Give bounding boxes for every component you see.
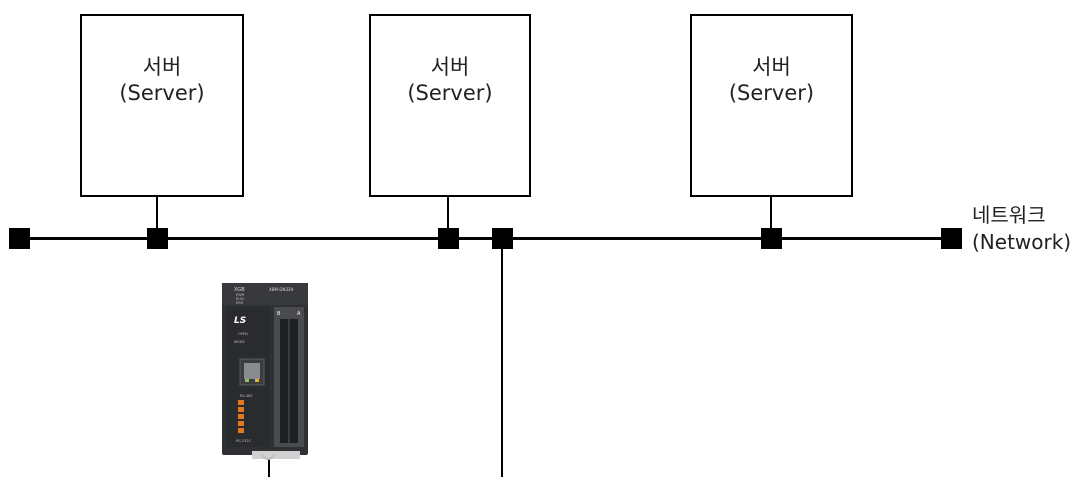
plc-terminal-4 bbox=[238, 421, 244, 426]
network-endpoint-right bbox=[941, 228, 962, 249]
server-label-ko: 서버 bbox=[752, 54, 791, 80]
plc-bottom-bracket bbox=[252, 451, 300, 459]
plc-led-label-err: ERR bbox=[236, 301, 244, 305]
plc-drop-line bbox=[501, 240, 503, 477]
network-endpoint-left bbox=[9, 228, 30, 249]
plc-terminal-1 bbox=[238, 400, 244, 405]
server-box-1: 서버 (Server) bbox=[80, 14, 244, 197]
plc-terminal-2 bbox=[238, 407, 244, 412]
network-label: 네트워크 (Network) bbox=[972, 202, 1071, 256]
server-3-node bbox=[761, 228, 782, 249]
server-2-node bbox=[438, 228, 459, 249]
plc-terminal-3 bbox=[238, 414, 244, 419]
server-box-2: 서버 (Server) bbox=[369, 14, 531, 197]
plc-ethernet-led-left bbox=[245, 379, 249, 382]
server-label-en: (Server) bbox=[119, 80, 204, 106]
plc-mode-label: MODE bbox=[234, 340, 245, 344]
server-label-ko: 서버 bbox=[143, 54, 182, 80]
server-box-3: 서버 (Server) bbox=[690, 14, 853, 197]
plc-terminal-5 bbox=[238, 428, 244, 433]
plc-ethernet-led-right bbox=[255, 379, 259, 382]
plc-connector-label-a: A bbox=[297, 311, 301, 317]
plc-open-label: OPEN bbox=[238, 332, 248, 336]
plc-device: XGB XBM-DN32H PWR RUN ERR LS OPEN MODE R… bbox=[222, 283, 308, 463]
plc-model-label: XBM-DN32H bbox=[269, 287, 294, 292]
server-label-ko: 서버 bbox=[431, 54, 470, 80]
plc-ethernet-socket bbox=[244, 363, 260, 379]
server-label-en: (Server) bbox=[729, 80, 814, 106]
server-1-node bbox=[147, 228, 168, 249]
plc-connector-label-b: B bbox=[277, 311, 281, 317]
plc-rs485-label: RS-485 bbox=[240, 394, 253, 398]
plc-logo: LS bbox=[234, 316, 246, 326]
network-label-ko: 네트워크 bbox=[972, 202, 1071, 229]
server-label-en: (Server) bbox=[407, 80, 492, 106]
plc-rs232c-label: RS-232C bbox=[236, 439, 252, 443]
plc-node bbox=[492, 228, 513, 249]
network-label-en: (Network) bbox=[972, 229, 1071, 256]
